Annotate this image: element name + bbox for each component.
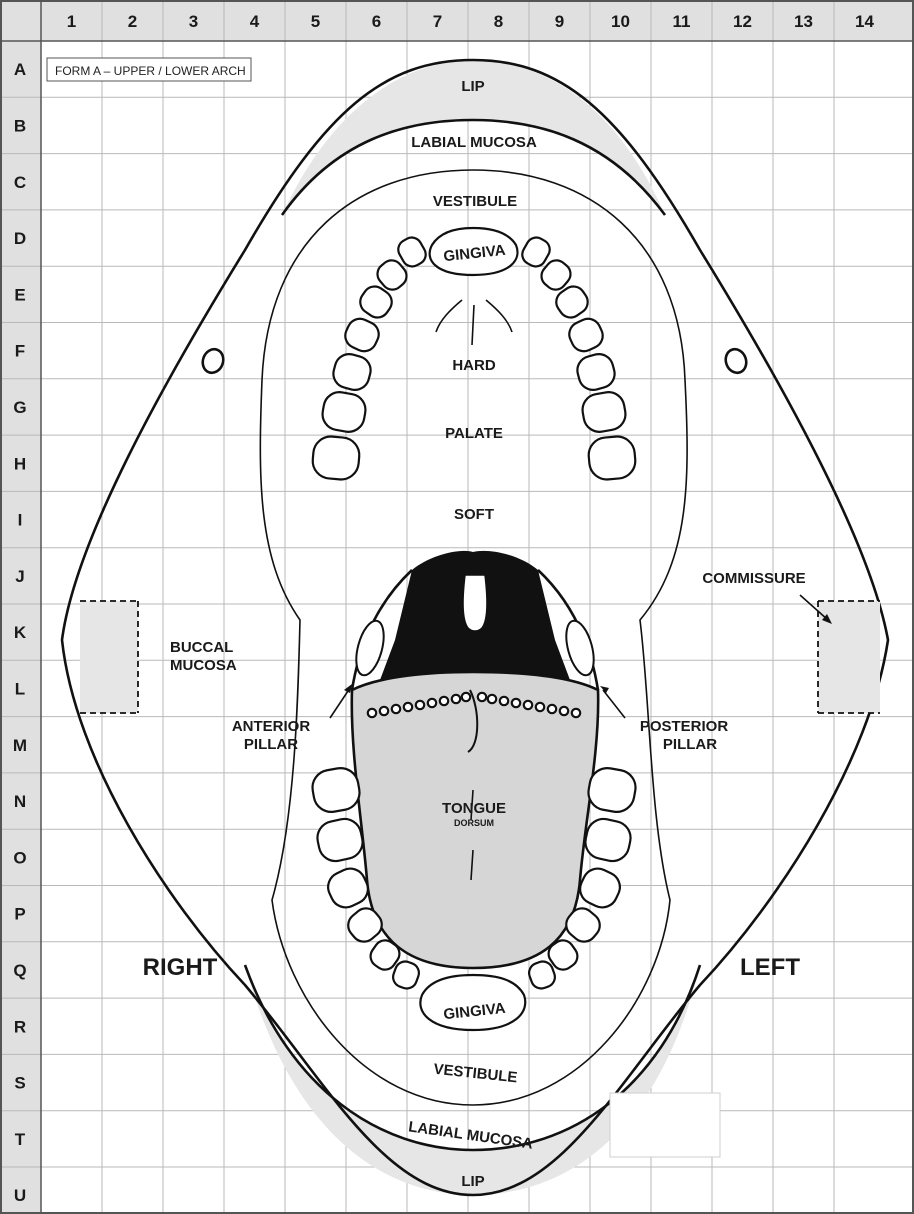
papilla [440,697,448,705]
column-label: 3 [189,12,198,31]
row-label: H [14,454,26,473]
tooth [311,435,360,481]
row-label: B [14,116,26,135]
label-left: LEFT [740,954,800,981]
papilla [452,695,460,703]
label-commissure: COMMISSURE [702,570,805,587]
row-label: C [14,173,26,192]
label-lip-bottom: LIP [461,1173,484,1190]
row-label: Q [13,961,26,980]
papilla [512,699,520,707]
column-label: 8 [494,12,503,31]
form-title: FORM A – UPPER / LOWER ARCH [55,64,246,78]
row-label: D [14,229,26,248]
papilla [428,699,436,707]
tooth [587,435,636,481]
label-dorsum: DORSUM [454,818,494,828]
row-label: J [15,567,24,586]
column-label: 1 [67,12,76,31]
column-label: 6 [372,12,381,31]
label-mucosa: MUCOSA [170,657,237,674]
label-vestibule-top: VESTIBULE [433,193,517,210]
column-label: 13 [794,12,813,31]
column-label: 11 [673,12,691,31]
papilla [524,701,532,709]
row-label: R [14,1017,26,1036]
label-tongue: TONGUE [442,800,506,817]
right-buccal-region [80,601,138,713]
blank-patch [610,1093,720,1157]
papilla [380,707,388,715]
row-label: I [18,511,23,530]
papilla [416,701,424,709]
label-labial-mucosa-top: LABIAL MUCOSA [411,134,537,151]
column-label: 2 [128,12,137,31]
papilla [392,705,400,713]
column-label: 7 [433,12,442,31]
papilla [548,705,556,713]
uvula [463,575,487,631]
label-anterior-pillar: PILLAR [244,736,298,753]
label-palate: PALATE [445,425,503,442]
row-label: O [13,848,26,867]
label-soft: SOFT [454,506,494,523]
row-label: K [14,623,27,642]
label-right: RIGHT [143,954,218,981]
row-label: M [13,736,27,755]
row-label: G [13,398,26,417]
papilla [536,703,544,711]
papilla [560,707,568,715]
row-label: A [14,60,26,79]
row-label: P [14,905,25,924]
label-posterior-pillar: PILLAR [663,736,717,753]
row-headers: A B C D E F G H I J K L M N O P Q R S T U [13,60,27,1205]
row-label: L [15,679,25,698]
column-label: 12 [733,12,752,31]
papilla [404,703,412,711]
label-posterior: POSTERIOR [640,718,729,735]
label-hard: HARD [452,357,495,374]
label-lip-top: LIP [461,78,484,95]
row-label: U [14,1186,26,1205]
column-label: 5 [311,12,320,31]
column-label: 14 [855,12,874,31]
column-label: 10 [611,12,630,31]
papilla [488,695,496,703]
column-label: 4 [250,12,260,31]
row-label: F [15,342,25,361]
papilla [572,709,580,717]
label-anterior: ANTERIOR [232,718,311,735]
row-label: E [14,285,25,304]
papilla [500,697,508,705]
row-label: S [14,1074,25,1093]
papilla [462,693,470,701]
column-label: 9 [555,12,564,31]
label-buccal: BUCCAL [170,639,233,656]
papilla [368,709,376,717]
papilla [478,693,486,701]
row-label: T [15,1130,26,1149]
row-label: N [14,792,26,811]
